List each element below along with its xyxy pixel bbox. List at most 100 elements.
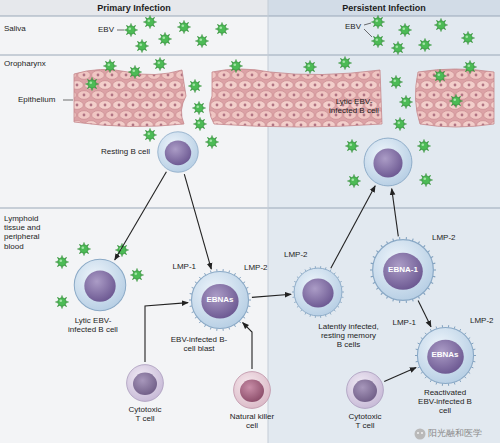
- virus: [216, 23, 229, 36]
- persistent-panel: [268, 0, 500, 443]
- arrow-connector: [331, 186, 375, 268]
- arrow-connector: [392, 189, 399, 237]
- region-label: Oropharynx: [4, 59, 46, 68]
- virus: [400, 96, 413, 109]
- cell-label-box: Lytic EBV-infected B cell: [326, 97, 382, 115]
- cell-label: Natural killer cell: [224, 412, 280, 430]
- leader-line: [63, 100, 73, 101]
- cell-label-box: LMP-2: [244, 263, 280, 272]
- cell: LMP-1LMP-2EBNAsReactivated EBV-infected …: [415, 325, 476, 386]
- region-label-box: Saliva: [4, 24, 26, 33]
- cell-label: LMP-2: [284, 250, 320, 259]
- arrow-connector: [252, 294, 291, 297]
- virus: [392, 42, 405, 55]
- row-divider: [0, 208, 500, 209]
- watermark: 阳光融和医学: [428, 428, 482, 438]
- cell: EBNA-1LMP-2: [370, 237, 436, 303]
- arrow-connector: [115, 172, 167, 260]
- region-label: Lymphoid tissue and peripheral blood: [4, 214, 54, 251]
- cell-label-box: LMP-2: [432, 233, 468, 242]
- arrow-connector: [243, 323, 252, 369]
- column-divider: [268, 0, 269, 443]
- nucleus-label: EBNAs: [431, 350, 458, 359]
- cell-label-box: LMP-1: [160, 262, 196, 271]
- cell-shape: [72, 257, 128, 313]
- cell-shape: [292, 266, 344, 318]
- header-band: [268, 0, 500, 16]
- epithelium: [415, 69, 494, 127]
- region-label-box: Epithelium: [18, 95, 55, 104]
- region-label: Saliva: [4, 24, 26, 33]
- nucleus-label-box: EBNAs: [189, 269, 251, 331]
- virus: [420, 174, 433, 187]
- watermark-box: 阳光融和医学: [428, 428, 482, 438]
- virus: [450, 95, 463, 108]
- virus: [230, 60, 243, 73]
- leader-line: [117, 30, 124, 31]
- row-divider: [0, 55, 500, 56]
- cell-label: Cytotoxic T cell: [126, 405, 164, 423]
- region-label-box: EBV: [98, 25, 114, 34]
- primary-panel: [0, 0, 268, 443]
- arrow-connector: [418, 301, 431, 327]
- nucleus-label: EBNA-1: [388, 265, 418, 274]
- virus: [434, 70, 447, 83]
- cell-label-box: LMP-2: [470, 316, 498, 325]
- nucleus-label: EBNAs: [206, 295, 233, 304]
- virus: [56, 296, 69, 309]
- cell-shape: [232, 370, 272, 410]
- virus: [196, 35, 209, 48]
- virus: [129, 66, 142, 79]
- cell-label-box: Resting B cell: [80, 147, 150, 156]
- cell-label: LMP-2: [432, 233, 468, 242]
- nucleus-label-box: EBNA-1: [370, 237, 436, 303]
- cell-label-box: LMP-1: [380, 318, 416, 327]
- cell-label: LMP-2: [470, 316, 498, 325]
- virus: [131, 269, 144, 282]
- column-header: Persistent Infection: [268, 3, 500, 13]
- virus: [419, 39, 432, 52]
- cell-label: LMP-1: [380, 318, 416, 327]
- row-divider: [0, 16, 500, 17]
- cell: Lytic EBV-infected B cell: [362, 136, 414, 188]
- cell-label: Resting B cell: [80, 147, 150, 156]
- virus: [154, 58, 167, 71]
- cell: LMP-2: [292, 266, 344, 318]
- virus: [193, 102, 206, 115]
- cell: Lytic EBV-infected B cell: [72, 257, 128, 313]
- virus: [462, 32, 475, 45]
- cell: Resting B cell: [156, 130, 200, 174]
- header-band: [0, 0, 268, 16]
- column-header-box: Persistent Infection: [268, 3, 500, 13]
- cell-label: EBV-infected B-cell blast: [166, 335, 232, 353]
- cell-shape: [125, 363, 165, 403]
- cell-label: LMP-1: [160, 262, 196, 271]
- epithelium: [209, 69, 382, 127]
- virus: [418, 140, 431, 153]
- column-header-box: Primary Infection: [0, 3, 268, 13]
- virus: [78, 243, 91, 256]
- virus: [136, 40, 149, 53]
- virus: [339, 57, 352, 70]
- cell-shape: [362, 136, 414, 188]
- region-label-box: Latently infected, resting memory B cell…: [318, 322, 379, 350]
- cell-label-box: EBV-infected B-cell blast: [166, 335, 232, 353]
- virus: [144, 16, 157, 29]
- cell-label: LMP-2: [244, 263, 280, 272]
- virus: [178, 21, 191, 34]
- epithelium: [74, 69, 186, 126]
- virus: [56, 256, 69, 269]
- virus: [394, 118, 407, 131]
- virus: [372, 16, 385, 29]
- cell: Natural killer cell: [232, 370, 272, 410]
- virus: [206, 136, 219, 149]
- virus: [194, 118, 207, 131]
- region-label: EBV: [345, 22, 361, 31]
- virus: [116, 244, 129, 257]
- cell-shape: [156, 130, 200, 174]
- cell-label-box: Natural killer cell: [224, 412, 280, 430]
- virus: [346, 140, 359, 153]
- cell-label-box: LMP-2: [284, 250, 320, 259]
- virus: [125, 24, 138, 37]
- arrow-connector: [145, 303, 188, 362]
